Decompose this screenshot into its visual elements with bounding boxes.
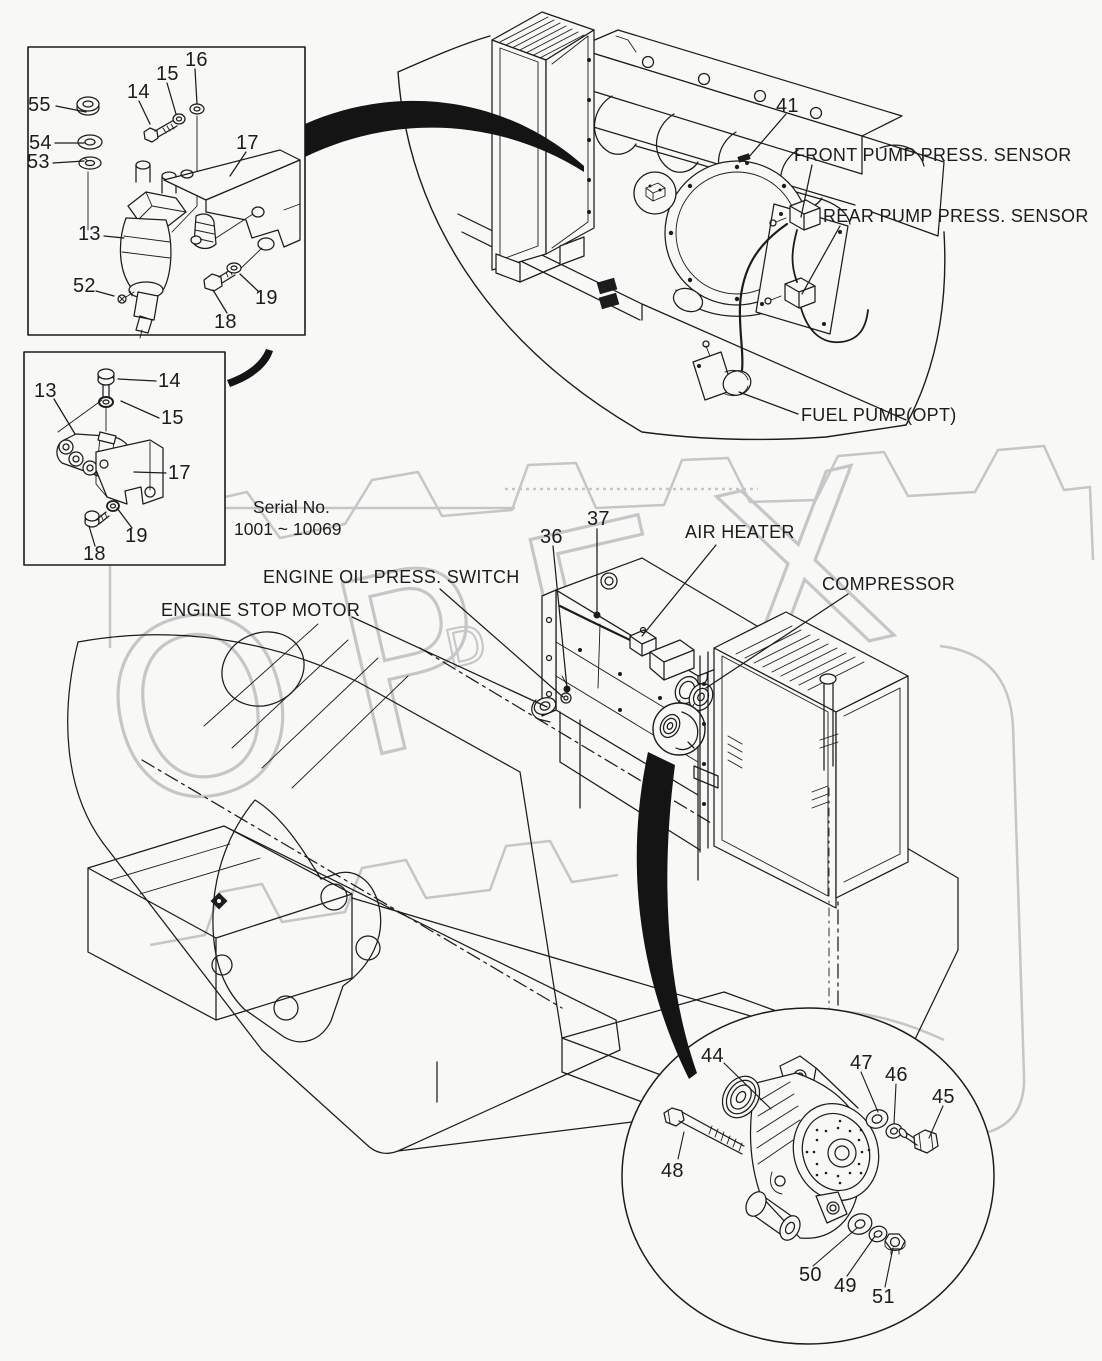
component-label-compressor: COMPRESSOR	[822, 574, 956, 594]
part-callout-50-25: 50	[799, 1264, 822, 1286]
watermark-gear-top	[107, 444, 1095, 567]
part-callout-19-15: 19	[125, 525, 148, 547]
serial-note-line2: 1001 ~ 10069	[234, 519, 342, 539]
part-callout-48-24: 48	[661, 1160, 684, 1182]
part-callout-37-19: 37	[587, 508, 610, 530]
part-callout-15-13: 15	[161, 407, 184, 429]
component-label-front-pump-press-sensor: FRONT PUMP PRESS. SENSOR	[794, 145, 1072, 165]
part-callout-19-9: 19	[255, 287, 278, 309]
part-callout-55-0: 55	[28, 94, 51, 116]
alternator-vent-holes	[805, 1119, 871, 1185]
inset-box-2	[23, 351, 226, 566]
detail-circle-leaders	[677, 1062, 944, 1288]
part-callout-45-23: 45	[932, 1086, 955, 1108]
part-callout-47-21: 47	[850, 1052, 873, 1074]
engine-top-art	[397, 11, 946, 441]
component-label-rear-pump-press-sensor: REAR PUMP PRESS. SENSOR	[823, 206, 1089, 226]
part-callout-14-3: 14	[127, 81, 150, 103]
component-label-fuel-pump-opt: FUEL PUMP(OPT)	[801, 405, 957, 425]
part-callout-54-1: 54	[29, 132, 52, 154]
part-callout-15-4: 15	[156, 63, 179, 85]
inset-box-1	[27, 46, 306, 339]
part-callout-53-2: 53	[27, 151, 50, 173]
part-callout-46-22: 46	[885, 1064, 908, 1086]
part-callout-41-17: 41	[776, 95, 799, 117]
part-callout-14-12: 14	[158, 370, 181, 392]
part-callout-13-11: 13	[34, 380, 57, 402]
part-callout-17-6: 17	[236, 132, 259, 154]
part-callout-52-8: 52	[73, 275, 96, 297]
part-callout-13-7: 13	[78, 223, 101, 245]
alternator-detail-circle	[621, 1007, 995, 1345]
part-callout-17-14: 17	[168, 462, 191, 484]
component-label-engine-oil-press-switch: ENGINE OIL PRESS. SWITCH	[263, 567, 520, 587]
component-label-air-heater: AIR HEATER	[685, 522, 795, 542]
watermark-gear-bottom	[149, 839, 619, 947]
serial-note-line1: Serial No.	[253, 497, 330, 517]
watermark-body-outline-right	[757, 644, 1026, 1143]
part-callout-44-20: 44	[701, 1045, 724, 1067]
part-callout-51-27: 51	[872, 1286, 895, 1308]
part-callout-18-16: 18	[83, 543, 106, 565]
component-label-engine-stop-motor: ENGINE STOP MOTOR	[161, 600, 361, 620]
arrow-box1-to-engine	[305, 100, 584, 172]
leader-lines	[52, 68, 849, 708]
engine-middle-art	[531, 557, 909, 1043]
part-callout-16-5: 16	[185, 49, 208, 71]
part-callout-49-26: 49	[834, 1275, 857, 1297]
part-callout-36-18: 36	[540, 526, 563, 548]
arrow-engine-to-detail	[636, 752, 697, 1079]
arrow-swooshes	[227, 100, 697, 1079]
part-callout-18-10: 18	[214, 311, 237, 333]
arrow-box1-to-box2	[227, 349, 273, 387]
